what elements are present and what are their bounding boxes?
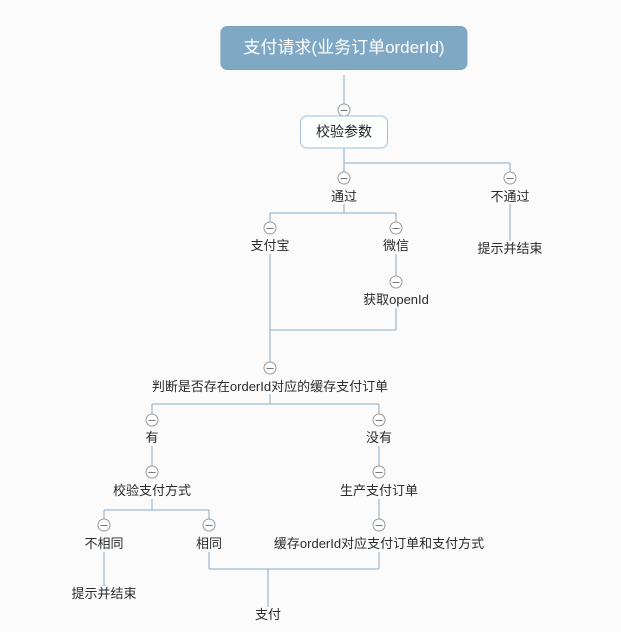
collapse-minus-circle-icon-checkcache[interactable] [263, 361, 277, 375]
node-root[interactable]: 支付请求(业务订单orderId) [220, 26, 468, 70]
node-create-order[interactable]: 生产支付订单 [339, 483, 419, 498]
edge-checkpay-branch [103, 499, 210, 519]
edge-pass-branch [269, 204, 397, 222]
node-alipay[interactable]: 支付宝 [250, 238, 290, 253]
node-check-cache[interactable]: 判断是否存在orderId对应的缓存支付订单 [151, 379, 389, 394]
node-none[interactable]: 没有 [365, 430, 393, 445]
edge-merge-pay [208, 552, 380, 607]
node-pass[interactable]: 通过 [330, 189, 358, 204]
collapse-minus-circle-icon-same[interactable] [202, 518, 216, 532]
node-cache-order[interactable]: 缓存orderId对应支付订单和支付方式 [273, 536, 485, 551]
collapse-minus-circle-icon-wechat[interactable] [389, 221, 403, 235]
node-has[interactable]: 有 [145, 430, 159, 445]
collapse-minus-circle-icon-has[interactable] [145, 413, 159, 427]
collapse-minus-circle-icon-pass[interactable] [337, 171, 351, 185]
collapse-minus-circle-icon-createorder[interactable] [372, 465, 386, 479]
node-validate[interactable]: 校验参数 [300, 115, 388, 149]
edge-checkcache-branch [151, 394, 380, 414]
edge-validate-branch [343, 148, 511, 172]
collapse-minus-circle-icon-cacheorder[interactable] [372, 518, 386, 532]
node-check-pay-method[interactable]: 校验支付方式 [112, 483, 192, 498]
node-fail[interactable]: 不通过 [490, 189, 530, 204]
edge-merge-checkcache [269, 254, 397, 362]
node-pay[interactable]: 支付 [254, 607, 282, 622]
collapse-minus-circle-icon-notsame[interactable] [97, 518, 111, 532]
collapse-minus-circle-icon-none[interactable] [372, 413, 386, 427]
node-not-same-end[interactable]: 提示并结束 [71, 586, 137, 601]
node-wechat[interactable]: 微信 [382, 238, 410, 253]
node-fail-end[interactable]: 提示并结束 [477, 241, 543, 256]
node-get-openid[interactable]: 获取openId [363, 292, 429, 307]
collapse-minus-circle-icon-fail[interactable] [503, 171, 517, 185]
collapse-minus-circle-icon-checkpay[interactable] [145, 465, 159, 479]
collapse-minus-circle-icon-alipay[interactable] [263, 221, 277, 235]
node-same[interactable]: 相同 [195, 536, 223, 551]
node-not-same[interactable]: 不相同 [84, 536, 124, 551]
collapse-minus-circle-icon-openid[interactable] [389, 275, 403, 289]
